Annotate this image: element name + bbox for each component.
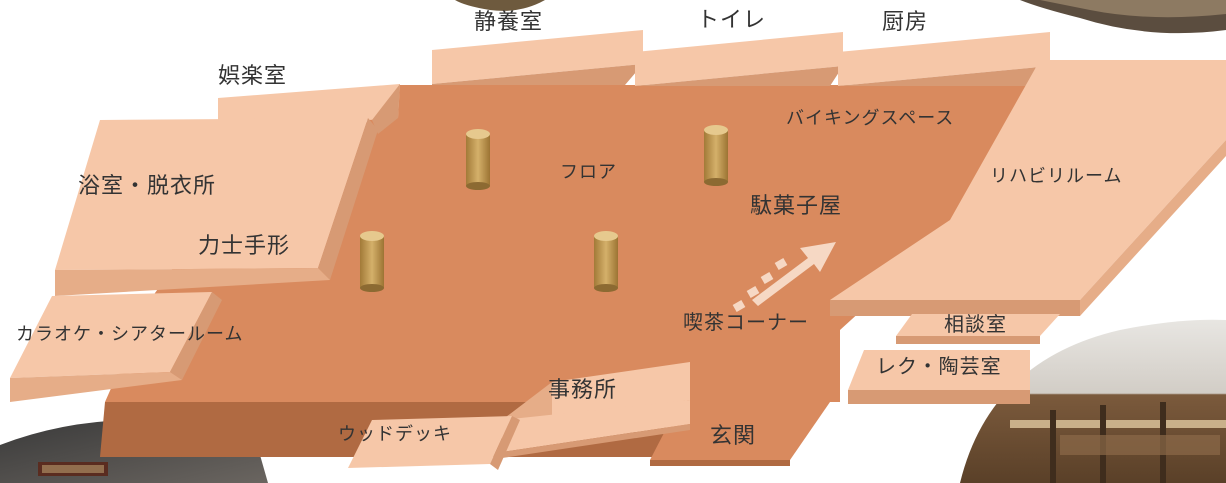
label-floor: フロア bbox=[560, 162, 617, 183]
label-sumo-handprint: 力士手形 bbox=[198, 234, 291, 259]
label-entrance: 玄関 bbox=[710, 424, 757, 449]
label-rec-pottery-room: レク・陶芸室 bbox=[876, 354, 1002, 378]
room-block-wooddeck bbox=[348, 416, 520, 470]
label-kitchen: 厨房 bbox=[882, 10, 929, 35]
room-block-bath bbox=[55, 118, 378, 296]
room-block-rehab bbox=[830, 60, 1226, 316]
room-block-karaoke bbox=[10, 292, 222, 402]
pillar bbox=[466, 129, 490, 190]
photo-bottom-right bbox=[960, 319, 1226, 483]
label-recreation-room: 娯楽室 bbox=[218, 64, 288, 89]
pillar bbox=[704, 125, 728, 186]
label-office: 事務所 bbox=[548, 378, 618, 403]
label-quiet-room: 静養室 bbox=[474, 10, 544, 35]
room-block-quiet bbox=[432, 30, 643, 85]
label-bath-dressing: 浴室・脱衣所 bbox=[78, 174, 217, 199]
photo-top-center bbox=[455, 0, 545, 11]
room-block-pottery bbox=[848, 350, 1030, 404]
room-block-toilet bbox=[635, 32, 843, 86]
room-block-consultation bbox=[896, 314, 1060, 344]
room-block-office bbox=[502, 362, 690, 458]
room-block-kitchen bbox=[838, 32, 1050, 86]
pillar bbox=[594, 231, 618, 292]
label-karaoke-theater: カラオケ・シアタールーム bbox=[16, 324, 244, 345]
pillar bbox=[360, 231, 384, 292]
tea-corner-arrow bbox=[732, 242, 836, 312]
label-consultation-room: 相談室 bbox=[944, 312, 1007, 336]
label-toilet: トイレ bbox=[697, 8, 767, 33]
label-tea-corner: 喫茶コーナー bbox=[683, 310, 809, 334]
label-wood-deck: ウッドデッキ bbox=[338, 424, 452, 445]
photo-top-right bbox=[1020, 0, 1226, 34]
label-rehab-room: リハビリルーム bbox=[990, 166, 1123, 187]
label-candy-shop: 駄菓子屋 bbox=[750, 194, 843, 219]
label-viking-space: バイキングスペース bbox=[786, 108, 955, 129]
